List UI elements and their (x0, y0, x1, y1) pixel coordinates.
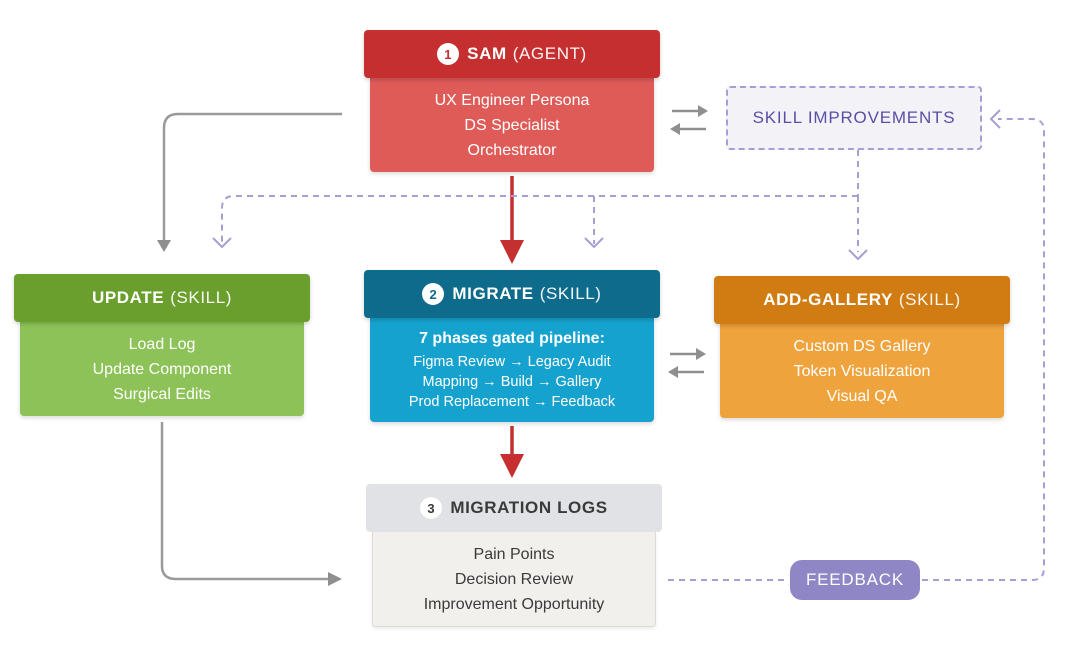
node-title: MIGRATE (452, 284, 534, 303)
migrate-gallery-exchange-arrows (668, 348, 706, 378)
node-body-line: UX Engineer Persona (434, 91, 590, 109)
migrate-skill-header: 2 MIGRATE (SKILL) (364, 270, 660, 318)
skill-improvements-distribution-lines (221, 150, 859, 252)
add-gallery-skill-header: ADD-GALLERY (SKILL) (714, 276, 1010, 324)
migrate-skill-body: 7 phases gated pipeline: Figma Review → … (370, 318, 654, 422)
sam-to-update-arrowhead (157, 240, 171, 252)
feedback-loop-lines (668, 118, 1045, 581)
update-to-logs-connector (160, 422, 330, 581)
step-number-badge: 3 (420, 497, 443, 519)
pipeline-step-line: Figma Review → Legacy Audit (413, 353, 611, 370)
update-skill-node: UPDATE (SKILL) Load Log Update Component… (14, 274, 310, 416)
skill-improvements-box: SKILL IMPROVEMENTS (726, 86, 982, 150)
node-title: SAM (467, 44, 507, 63)
node-body-line: Token Visualization (793, 362, 931, 380)
sam-skill-improvements-exchange-arrows (670, 105, 708, 135)
sam-to-migrate-arrowhead (500, 240, 524, 264)
update-skill-body: Load Log Update Component Surgical Edits (20, 322, 304, 416)
node-body-line: Visual QA (826, 387, 898, 405)
pipeline-step-line: Prod Replacement → Feedback (408, 393, 616, 410)
node-body-line: DS Specialist (464, 116, 560, 134)
add-gallery-skill-body: Custom DS Gallery Token Visualization Vi… (720, 324, 1004, 418)
update-to-logs-arrowhead (328, 572, 342, 586)
node-body-line: Surgical Edits (113, 385, 211, 403)
node-subtitle: (SKILL) (539, 284, 602, 303)
node-body-line: Decision Review (454, 570, 574, 588)
step-number-badge: 1 (437, 43, 460, 65)
pipeline-step-line: Mapping → Build → Gallery (422, 373, 602, 390)
skill-improvements-arrowheads (212, 237, 868, 261)
update-skill-header: UPDATE (SKILL) (14, 274, 310, 322)
node-title: ADD-GALLERY (763, 290, 893, 309)
add-gallery-skill-node: ADD-GALLERY (SKILL) Custom DS Gallery To… (714, 276, 1010, 418)
pipeline-lead: 7 phases gated pipeline: (419, 329, 605, 347)
feedback-pill: FEEDBACK (790, 560, 920, 600)
node-subtitle: (SKILL) (898, 290, 961, 309)
migration-logs-header: 3 MIGRATION LOGS (366, 484, 662, 532)
sam-to-update-connector (162, 112, 342, 240)
sam-agent-body: UX Engineer Persona DS Specialist Orches… (370, 78, 654, 172)
migration-logs-body: Pain Points Decision Review Improvement … (372, 532, 656, 627)
node-body-line: Update Component (92, 360, 232, 378)
node-title: UPDATE (91, 288, 165, 307)
node-body-line: Load Log (128, 335, 196, 353)
node-title: MIGRATION LOGS (450, 498, 608, 517)
sam-agent-node: 1 SAM (AGENT) UX Engineer Persona DS Spe… (364, 30, 660, 172)
node-body-line: Pain Points (473, 545, 555, 563)
node-subtitle: (AGENT) (512, 44, 587, 63)
sam-agent-header: 1 SAM (AGENT) (364, 30, 660, 78)
step-number-badge: 2 (422, 283, 445, 305)
node-body-line: Custom DS Gallery (793, 337, 931, 355)
node-body-line: Orchestrator (467, 141, 557, 159)
migration-logs-node: 3 MIGRATION LOGS Pain Points Decision Re… (366, 484, 662, 627)
feedback-loop-arrowhead (989, 109, 1001, 129)
migrate-skill-node: 2 MIGRATE (SKILL) 7 phases gated pipelin… (364, 270, 660, 422)
node-subtitle: (SKILL) (170, 288, 233, 307)
migrate-to-logs-arrowhead (500, 454, 524, 478)
node-body-line: Improvement Opportunity (423, 595, 605, 613)
